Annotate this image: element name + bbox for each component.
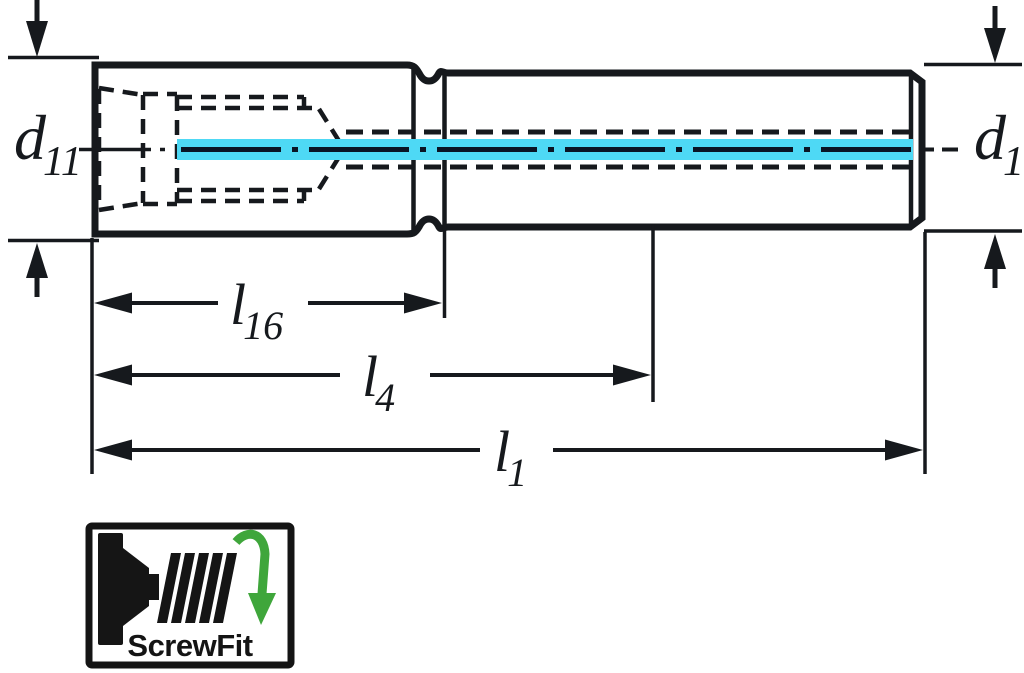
- right-arrowhead: [613, 364, 651, 386]
- rotation-arrow-arc: [232, 529, 270, 595]
- tool-cone: [123, 548, 149, 626]
- dim-label-l16: l16: [230, 276, 283, 346]
- tool-neck: [147, 574, 159, 600]
- thread-stripe: [199, 553, 223, 623]
- screw-in-tool-icon: [98, 533, 237, 645]
- right-arrowhead: [885, 439, 923, 461]
- dim-label-d1-base: d: [974, 102, 1006, 173]
- diameter-d1-arrows: [924, 6, 1022, 288]
- dim-label-l4-base: l: [362, 344, 379, 409]
- dim-label-d11-base: d: [14, 102, 46, 173]
- dim-label-d11: d11: [14, 106, 82, 184]
- dim-label-l16-base: l: [230, 272, 247, 337]
- left-arrowhead: [94, 292, 132, 314]
- down-arrowhead: [26, 21, 48, 57]
- screwfit-logo: ScrewFit: [85, 522, 295, 669]
- coolant-channel-highlight: [177, 139, 913, 160]
- dim-line-l4: [94, 364, 651, 386]
- dim-label-l4-sub: 4: [375, 375, 396, 420]
- up-arrowhead: [26, 243, 48, 278]
- dim-label-d1-sub: 1: [1003, 139, 1024, 185]
- diameter-d11-arrows: [8, 0, 99, 297]
- tool-body-silhouette: [91, 61, 926, 238]
- down-arrowhead: [984, 28, 1006, 63]
- dim-label-l1-sub: 1: [507, 450, 528, 495]
- thread-stripe: [185, 553, 209, 623]
- drill-point-bottom: [317, 147, 346, 191]
- thread-stripe: [171, 553, 195, 623]
- screwfit-icon: [85, 522, 295, 669]
- dim-label-l1: l1: [494, 423, 527, 493]
- tool-flange: [98, 533, 123, 645]
- dim-label-l1-base: l: [494, 419, 511, 484]
- rotation-arrow-head: [248, 593, 276, 625]
- screwfit-label: ScrewFit: [127, 628, 253, 663]
- drill-point-top: [317, 107, 346, 151]
- up-arrowhead: [984, 234, 1006, 269]
- dim-label-d1: d1: [974, 106, 1024, 184]
- bore-chamfer-bottom: [98, 200, 144, 213]
- dim-label-l16-sub: 16: [243, 303, 284, 348]
- thread-stripe: [213, 553, 237, 623]
- right-arrowhead: [404, 292, 442, 314]
- dim-label-d11-sub: 11: [43, 139, 82, 185]
- dim-line-l1: [94, 439, 923, 461]
- thread-stripe: [157, 553, 181, 623]
- left-arrowhead: [94, 439, 132, 461]
- bore-chamfer-top: [98, 85, 144, 98]
- left-arrowhead: [94, 364, 132, 386]
- dim-label-l4: l4: [362, 348, 395, 418]
- dim-line-l16: [94, 292, 442, 314]
